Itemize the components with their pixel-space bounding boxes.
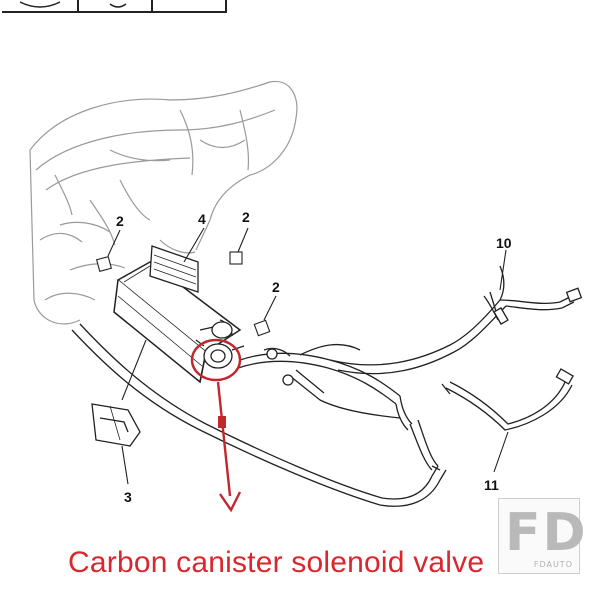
bracket-4	[149, 245, 199, 293]
pipe-routing	[71, 265, 583, 507]
callout-4: 4	[198, 211, 206, 227]
watermark-logo-mark: FD	[505, 503, 588, 563]
callout-11: 11	[484, 477, 499, 493]
fuel-tank-outline	[29, 80, 298, 325]
table-fragment	[2, 0, 227, 13]
caption: Carbon canister solenoid valve	[68, 546, 485, 579]
callout-3: 3	[124, 489, 132, 505]
watermark-sub: FDAUTO	[533, 560, 573, 569]
watermark-logo: FD FDAUTO	[498, 498, 586, 574]
callout-2-mid: 2	[242, 209, 250, 225]
leader-lines	[107, 227, 509, 485]
highlight-marker	[190, 338, 242, 513]
callout-2-right: 2	[272, 279, 280, 295]
callout-2-left: 2	[116, 213, 124, 229]
carbon-canister	[113, 261, 242, 384]
clip-squares	[95, 251, 271, 337]
bracket-3	[91, 403, 141, 447]
solenoid-valve	[195, 321, 245, 369]
callout-10: 10	[496, 235, 512, 251]
